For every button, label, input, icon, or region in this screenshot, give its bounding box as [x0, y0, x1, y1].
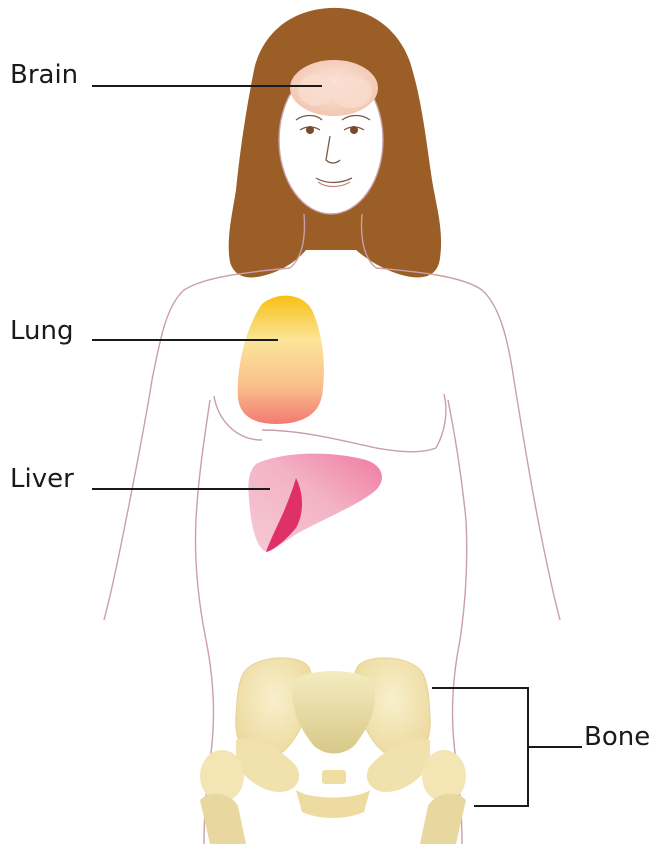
right-eye — [350, 126, 358, 134]
pelvis — [200, 658, 466, 844]
lung-label: Lung — [10, 318, 74, 344]
bone-label: Bone — [584, 724, 650, 750]
liver — [248, 454, 382, 552]
left-eye — [306, 126, 314, 134]
brain-label: Brain — [10, 62, 78, 88]
lung — [238, 296, 324, 424]
liver-label: Liver — [10, 466, 74, 492]
